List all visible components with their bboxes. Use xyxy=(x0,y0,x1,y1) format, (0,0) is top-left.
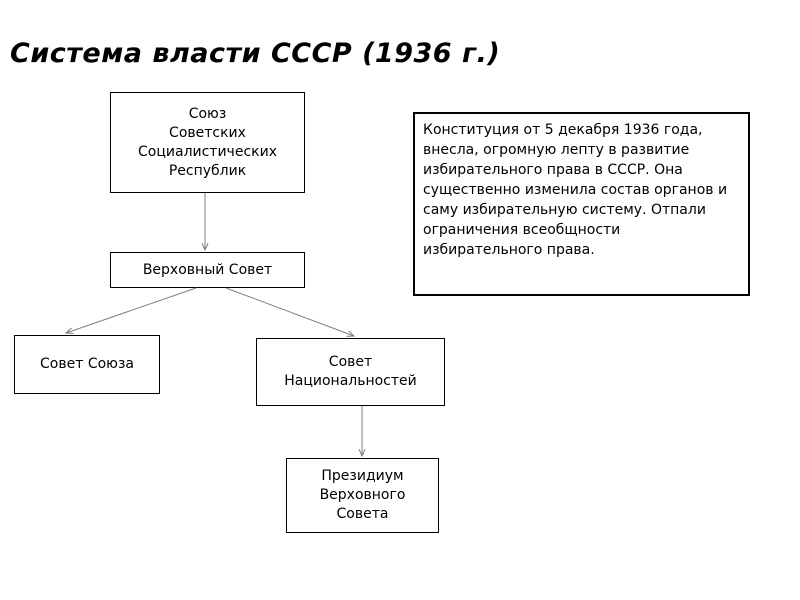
node-ussr-line: Советских xyxy=(169,124,246,141)
node-ussr: Союз Советских Социалистических Республи… xyxy=(110,92,305,193)
page-title: Система власти СССР (1936 г.) xyxy=(10,38,501,69)
node-presidium-line: Совета xyxy=(336,506,389,522)
arrow-supreme-soviet-to-council-nationalities xyxy=(225,287,354,336)
node-council-nationalities-line: Совет xyxy=(328,354,373,370)
node-ussr-line: Социалистических xyxy=(138,143,277,160)
node-council-union-label: Совет Союза xyxy=(40,356,134,372)
node-supreme-soviet: Верховный Совет xyxy=(110,252,305,288)
node-supreme-soviet-label: Верховный Совет xyxy=(142,261,273,278)
node-council-nationalities-line: Национальностей xyxy=(284,373,417,389)
info-box: Конституция от 5 декабря 1936 года, внес… xyxy=(413,112,750,296)
node-council-union: Совет Союза xyxy=(14,335,160,394)
node-ussr-line: Республик xyxy=(168,162,247,179)
node-presidium: Президиум Верховного Совета xyxy=(286,458,439,533)
node-ussr-line: Союз xyxy=(188,105,227,122)
node-presidium-line: Президиум xyxy=(321,468,404,484)
node-council-nationalities: Совет Национальностей xyxy=(256,338,445,406)
arrow-supreme-soviet-to-council-union xyxy=(66,287,197,333)
node-presidium-line: Верховного xyxy=(319,487,406,503)
